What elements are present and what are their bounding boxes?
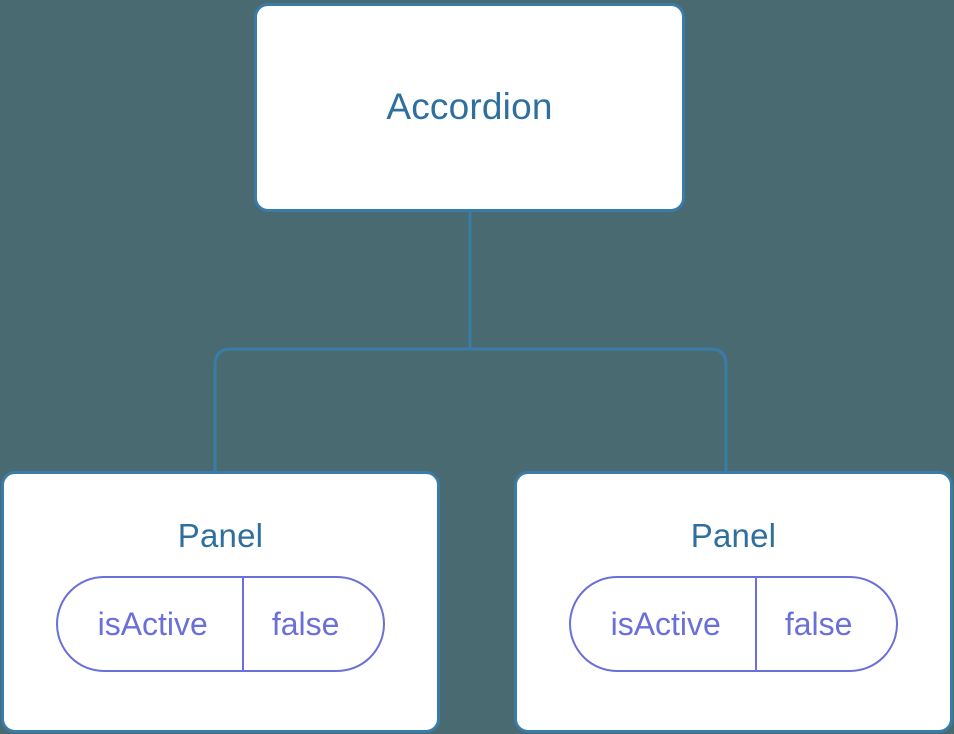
prop-pill[interactable]: isActive false (55, 576, 386, 673)
prop-value: false (271, 606, 340, 643)
prop-key: isActive (571, 578, 757, 671)
prop-value: false (784, 606, 853, 643)
connector-branch (213, 347, 728, 475)
node-panel-2[interactable]: Panel isActive false (514, 471, 953, 733)
prop-pill[interactable]: isActive false (568, 576, 899, 673)
node-accordion[interactable]: Accordion (254, 3, 685, 212)
prop-key: isActive (58, 578, 244, 671)
node-title: Accordion (386, 86, 553, 128)
node-title: Panel (177, 517, 264, 554)
node-panel-1[interactable]: Panel isActive false (1, 471, 440, 733)
node-title: Panel (690, 517, 777, 554)
